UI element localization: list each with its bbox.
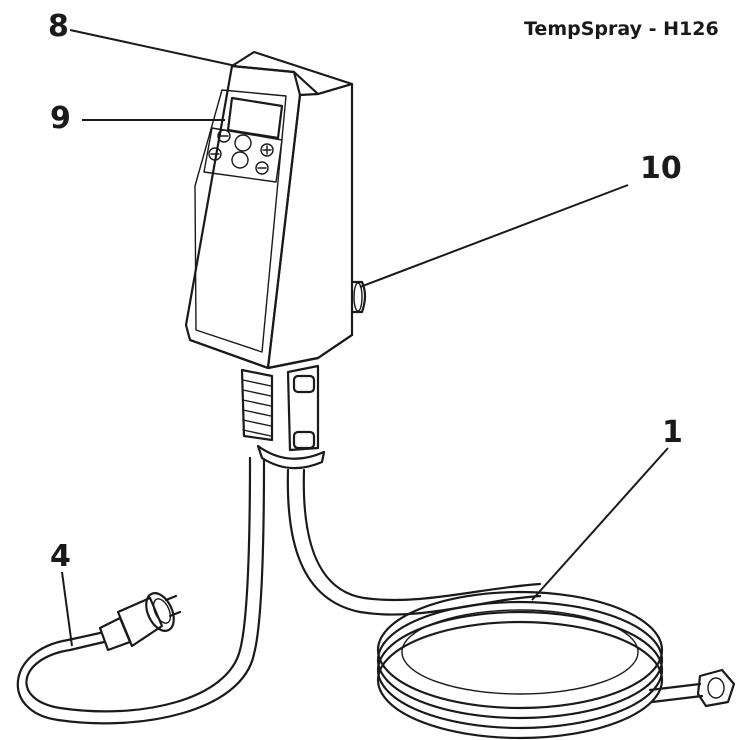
- callout-4: 4: [50, 539, 71, 574]
- minus-button-icon: [217, 129, 231, 143]
- control-unit-top-face: [230, 50, 354, 96]
- cable-gland: [240, 368, 274, 442]
- hose-nut: [696, 668, 736, 708]
- control-unit: [184, 50, 367, 370]
- leader-line-4: [61, 571, 73, 647]
- control-unit-front-face: [184, 64, 302, 370]
- center-button-icon: [231, 151, 249, 169]
- power-plug: [98, 592, 182, 652]
- leader-line-1: [531, 447, 669, 601]
- minus-button-icon: [208, 147, 222, 161]
- callout-9: 9: [50, 101, 71, 136]
- leader-lines: [61, 29, 669, 647]
- display-screen: [226, 96, 284, 140]
- callout-8: 8: [48, 9, 69, 44]
- control-unit-panel: [194, 89, 287, 353]
- power-cable: [16, 456, 266, 725]
- button-panel: [203, 127, 283, 183]
- plus-button-icon: [260, 143, 274, 157]
- side-connector: [350, 280, 367, 314]
- minus-button-icon: [255, 161, 269, 175]
- leader-line-8: [69, 29, 237, 67]
- hose-fitting: [256, 364, 326, 470]
- callout-10: 10: [640, 151, 682, 186]
- model-title: TempSpray - H126: [524, 18, 719, 40]
- control-unit-side-face: [266, 82, 354, 370]
- callout-1: 1: [662, 415, 683, 450]
- water-hose: [286, 468, 736, 740]
- center-button-icon: [234, 134, 252, 152]
- leader-line-10: [359, 184, 629, 288]
